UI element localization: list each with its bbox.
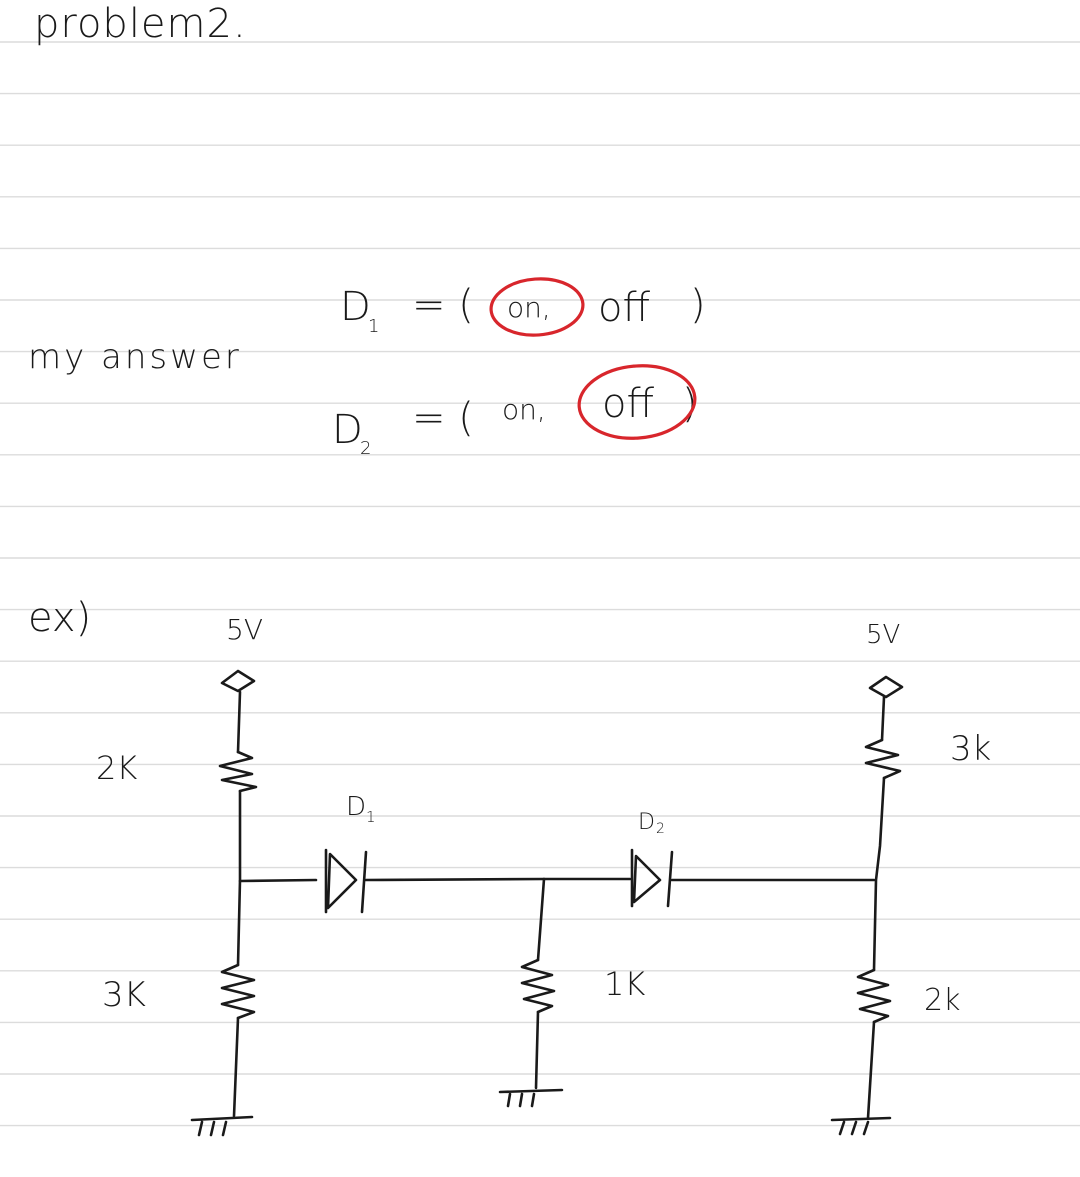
example-label: ex) (28, 595, 92, 641)
diode2-label: D (638, 810, 655, 835)
right-branch (830, 675, 904, 1136)
answer-d2-open: = ( (412, 395, 474, 441)
answer-d1-option-off: off (598, 285, 651, 331)
wire-d1-to-node (364, 877, 546, 882)
right-top-resistor (864, 738, 902, 780)
diode2-label-subscript: 2 (656, 821, 665, 837)
answer-d2-option-off: off (602, 381, 655, 427)
middle-top-wire (536, 877, 546, 962)
resistor-1k-label: 1K (604, 965, 646, 1003)
left-top-resistor (218, 750, 258, 793)
answer-label: my answer (28, 337, 242, 377)
answer-d1-diode: D (340, 284, 371, 330)
right-ground-symbol (830, 1116, 892, 1136)
right-supply-arrow (868, 675, 904, 699)
right-ground-wire (866, 1020, 876, 1120)
answer-d2-subscript: 2 (360, 438, 372, 459)
answer-d1-subscript: 1 (368, 316, 380, 337)
middle-resistor (520, 958, 556, 1014)
left-supply-label: 5V (226, 613, 263, 646)
diode1-label: D (346, 792, 367, 822)
left-ground-symbol (190, 1115, 254, 1137)
answer-d2-option-on: on, (502, 393, 546, 426)
right-bottom-resistor (856, 968, 892, 1024)
problem-title: problem2. (34, 1, 247, 47)
right-mid-wire (872, 776, 886, 972)
diode2-symbol (630, 848, 674, 908)
left-bottom-resistor (220, 963, 256, 1020)
diode1-label-subscript: 1 (366, 808, 376, 826)
resistor-2k-left-label: 2K (96, 749, 138, 787)
right-supply-label: 5V (866, 620, 901, 650)
answer-d1-close: ) (690, 282, 706, 328)
middle-branch (498, 877, 564, 1108)
resistor-2k-right-label: 2k (924, 983, 961, 1018)
selected-off-circle (577, 364, 697, 440)
resistor-3k-left-label: 3K (102, 975, 146, 1015)
answer-d2-diode: D (332, 407, 363, 453)
left-top-wire (236, 690, 242, 754)
left-ground-wire (232, 1016, 240, 1118)
middle-ground-symbol (498, 1088, 564, 1108)
answer-d1-open: = ( (412, 282, 474, 328)
left-supply-arrow (220, 669, 256, 693)
resistor-3k-right-label: 3k (950, 729, 992, 769)
middle-ground-wire (534, 1010, 540, 1090)
wire-left-to-d1 (238, 878, 318, 883)
diode1-symbol (324, 848, 368, 914)
answer-d1-option-on: on, (507, 291, 551, 324)
selected-on-circle (489, 277, 585, 337)
right-top-wire (880, 695, 886, 742)
